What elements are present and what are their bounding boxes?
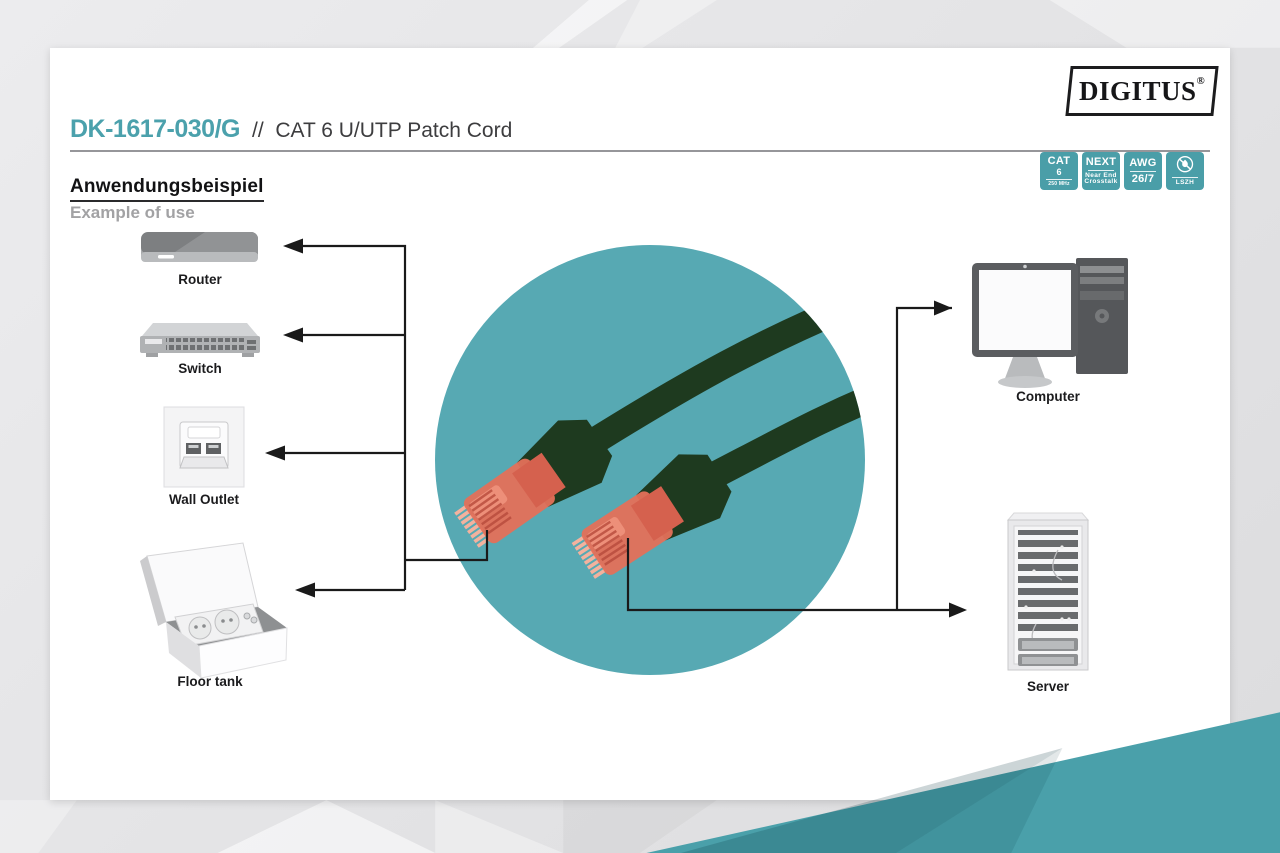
label-switch: Switch	[178, 361, 222, 376]
registered-mark: ®	[1196, 74, 1206, 87]
label-floor-tank: Floor tank	[177, 674, 243, 689]
product-code: DK-1617-030/G	[70, 115, 240, 143]
spec-badges: CAT 6 250 MHz NEXT Near End Crosstalk AW…	[1040, 152, 1204, 190]
no-flame-icon	[1176, 156, 1194, 173]
badge-cat6: CAT 6 250 MHz	[1040, 152, 1078, 190]
page-header: DK-1617-030/G // CAT 6 U/UTP Patch Cord	[70, 115, 512, 144]
product-title: // CAT 6 U/UTP Patch Cord	[251, 119, 513, 142]
digitus-logo: DIGITUS®	[1065, 66, 1219, 116]
badge-awg: AWG 26/7	[1124, 152, 1162, 190]
badge-next: NEXT Near End Crosstalk	[1082, 152, 1120, 190]
logo-text: DIGITUS®	[1078, 74, 1206, 106]
section-title-en: Example of use	[70, 203, 195, 222]
label-computer: Computer	[1016, 389, 1080, 404]
label-wall-outlet: Wall Outlet	[169, 492, 239, 507]
header-divider	[70, 150, 1210, 152]
badge-lszh: LSZH	[1166, 152, 1204, 190]
label-router: Router	[178, 272, 222, 287]
label-server: Server	[1026, 679, 1070, 694]
section-title-de: Anwendungsbeispiel	[70, 176, 264, 202]
